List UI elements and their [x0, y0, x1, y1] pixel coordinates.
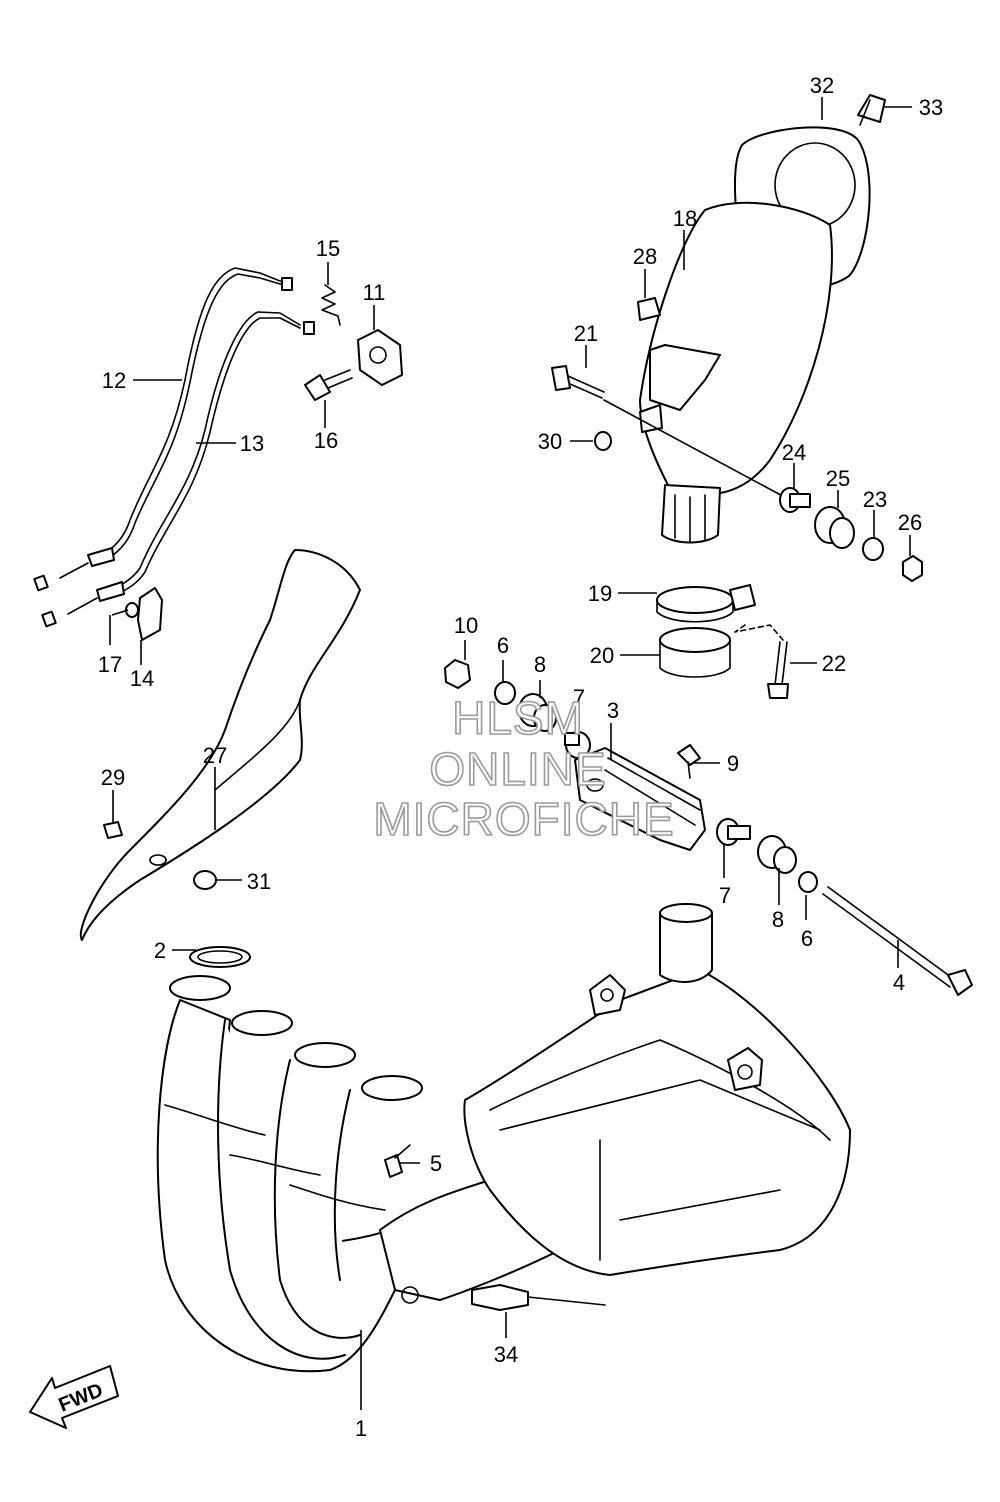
callout-labels: 1 2 3 4 5 6 6 7 7 8 8 9 10 11 12 13 14 1… [98, 73, 943, 1441]
pad-part [637, 297, 661, 321]
silencer-part [639, 201, 833, 544]
o2-sensor-34-part [471, 1284, 606, 1311]
nut-30-part [594, 431, 612, 451]
callout-30: 30 [538, 429, 562, 454]
callout-26: 26 [898, 510, 922, 535]
washer-23-part [862, 537, 884, 561]
callout-22: 22 [822, 651, 846, 676]
watermark-line1: HLSM [452, 692, 584, 744]
callout-6-lower: 6 [801, 926, 813, 951]
clamp-19-part [656, 584, 756, 623]
bolt-33-part [857, 94, 886, 126]
fwd-arrow-icon: FWD [29, 1365, 119, 1429]
exhaust-pipe-1-part [156, 975, 561, 1373]
bracket-3-part [574, 747, 706, 851]
collar-8-lower-part [757, 835, 797, 874]
callout-34: 34 [494, 1342, 518, 1367]
collar-8-upper-part [518, 693, 557, 732]
callout-24: 24 [782, 440, 806, 465]
callout-25: 25 [826, 466, 850, 491]
watermark-line3: MICROFICHE [373, 793, 674, 845]
spacer-7-lower-part [716, 818, 751, 846]
spacer-7-upper-part [564, 731, 591, 759]
callout-6-upper: 6 [497, 633, 509, 658]
callout-28: 28 [633, 244, 657, 269]
callout-15: 15 [316, 236, 340, 261]
bolt-9-part [677, 744, 701, 779]
callout-20: 20 [590, 643, 614, 668]
spring-15-part [321, 284, 341, 326]
cable-12-part [33, 267, 293, 592]
pulley-11-part [357, 329, 403, 386]
callout-3: 3 [607, 698, 619, 723]
callout-21: 21 [574, 321, 598, 346]
callout-11: 11 [363, 280, 386, 305]
callout-32: 32 [810, 73, 834, 98]
callout-1: 1 [355, 1416, 367, 1441]
nut-26-part [902, 555, 923, 582]
bracket-14-part [137, 587, 163, 641]
callout-2: 2 [154, 938, 166, 963]
bolt-22-part [734, 624, 789, 699]
cable-13-part [41, 311, 315, 628]
gasket-20-part [659, 627, 731, 678]
leader-lines [109, 97, 912, 1410]
callout-4: 4 [893, 970, 905, 995]
bolt-16-part [304, 369, 353, 401]
screw-29-part [103, 821, 123, 839]
callout-12: 12 [102, 368, 126, 393]
callout-7-upper: 7 [573, 685, 585, 710]
callout-7-lower: 7 [719, 883, 731, 908]
gasket-2-part [189, 946, 251, 968]
callout-18: 18 [673, 206, 697, 231]
callout-14: 14 [130, 666, 154, 691]
callout-23: 23 [863, 487, 887, 512]
callout-13: 13 [240, 431, 264, 456]
callout-8-upper: 8 [534, 652, 546, 677]
washer-6-upper-part [494, 681, 516, 705]
nut-10-part [444, 659, 471, 689]
callout-5: 5 [430, 1151, 442, 1176]
callout-33: 33 [919, 95, 943, 120]
heat-shield-27-part [79, 549, 361, 941]
long-bolt-4-part [822, 886, 973, 996]
bolt-21-part [551, 365, 791, 501]
callout-27: 27 [203, 743, 227, 768]
watermark: HLSM ONLINE MICROFICHE [373, 691, 675, 846]
collar-24-part [779, 487, 811, 513]
callout-19: 19 [588, 581, 612, 606]
washer-6-lower-part [798, 871, 818, 893]
callout-29: 29 [101, 765, 125, 790]
watermark-line2: ONLINE [429, 743, 606, 795]
callout-17: 17 [98, 652, 122, 677]
bolt-5-part [384, 1144, 411, 1178]
grommet-31-part [193, 870, 217, 890]
callout-31: 31 [247, 869, 271, 894]
callout-9: 9 [727, 751, 739, 776]
callout-10: 10 [454, 613, 478, 638]
callout-16: 16 [314, 428, 338, 453]
callout-8-lower: 8 [772, 907, 784, 932]
grommet-25-part [814, 506, 855, 549]
muffler-chamber-part [463, 903, 851, 1276]
